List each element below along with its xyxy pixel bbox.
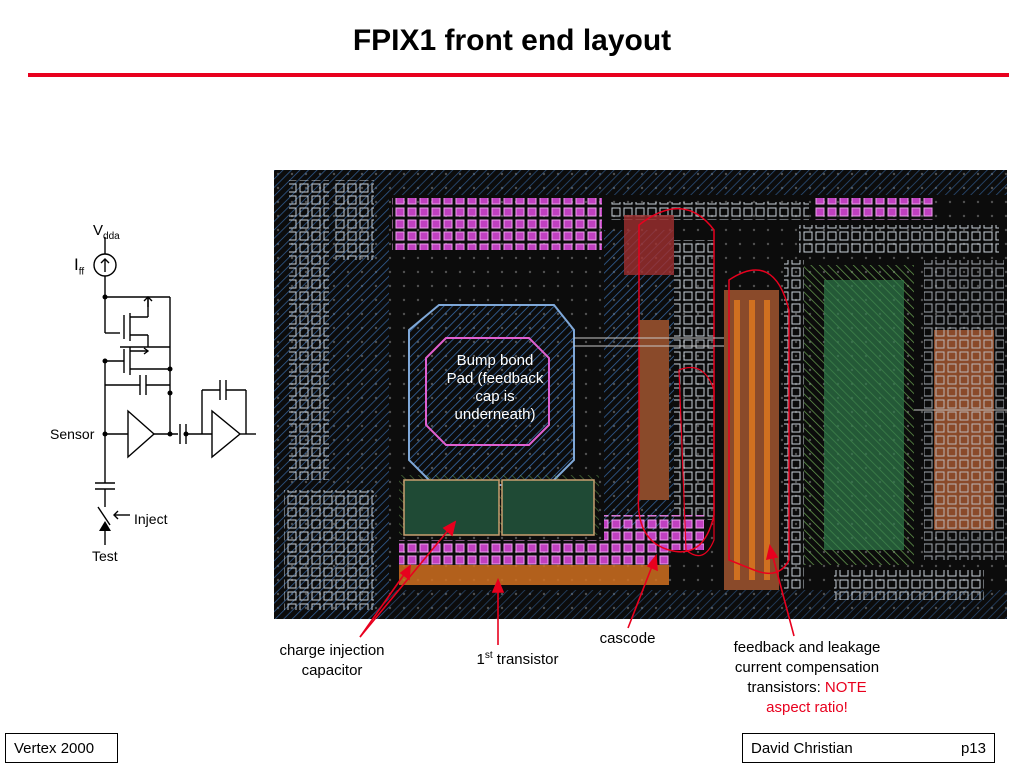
title-divider	[28, 73, 1009, 77]
footer-author: David Christian	[751, 740, 853, 757]
feedback-line-1: feedback and leakage	[733, 639, 881, 656]
ic-layout-image	[274, 170, 1007, 619]
note-text: NOTE	[824, 679, 867, 696]
feedback-line-2: current compensation	[734, 659, 880, 676]
footer-left-text: Vertex 2000	[14, 740, 95, 757]
footer-page: p13	[960, 740, 986, 757]
test-label: Test	[92, 548, 118, 564]
feedback-label: feedback and leakage current compensatio…	[712, 638, 902, 718]
charge-injection-label: charge injection capacitor	[262, 641, 402, 681]
bump-bond-line-4: underneath)	[454, 406, 536, 423]
first-rest: transistor	[492, 651, 559, 668]
front-end-schematic	[93, 237, 256, 545]
slide-title: FPIX1 front end layout	[352, 24, 672, 57]
charge-line-2: capacitor	[301, 662, 363, 679]
feedback-line-3: transistors: NOTE	[712, 678, 902, 698]
vdda-sub: dda	[103, 231, 120, 242]
cascode-label: cascode	[599, 630, 656, 647]
charge-line-1: charge injection	[279, 642, 385, 659]
vdda-main: V	[93, 222, 104, 239]
iff-label: Iff	[74, 255, 84, 277]
first-transistor-label: 1st transistor	[455, 646, 580, 670]
bump-bond-line-1: Bump bond	[456, 352, 534, 369]
iff-sub: ff	[78, 266, 85, 278]
first-sup: st	[484, 650, 493, 661]
feedback-line-4: aspect ratio!	[766, 699, 848, 716]
bump-bond-line-3: cap is	[475, 388, 515, 405]
bump-bond-line-2: Pad (feedback	[446, 370, 544, 387]
bump-bond-label: Bump bond Pad (feedback cap is underneat…	[430, 352, 560, 424]
iff-main: I	[74, 255, 79, 274]
inject-label: Inject	[134, 511, 168, 527]
sensor-label: Sensor	[50, 426, 95, 442]
vdda-label: Vdda	[93, 222, 120, 242]
feedback-line-3a: transistors:	[747, 679, 825, 696]
footer-left-box: Vertex 2000	[5, 733, 118, 763]
footer-right-box: David Christian p13	[742, 733, 995, 763]
first-main: 1	[476, 651, 485, 668]
